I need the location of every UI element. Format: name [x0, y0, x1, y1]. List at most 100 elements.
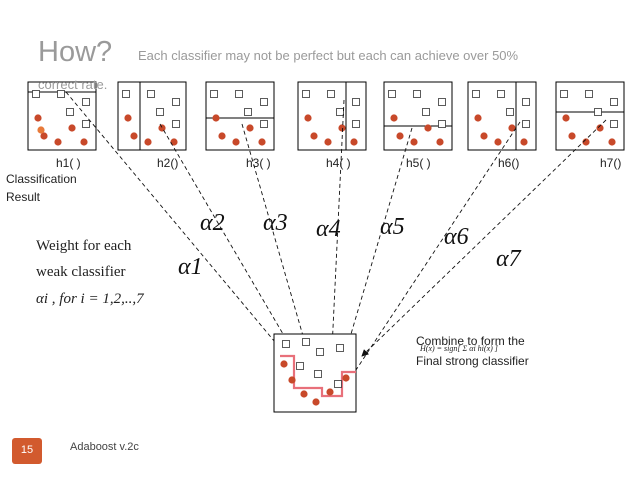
square-sample [316, 348, 324, 356]
square-sample [336, 108, 344, 116]
square-sample [522, 120, 530, 128]
circle-sample [280, 360, 288, 368]
page-number: 15 [20, 444, 34, 456]
square-sample [122, 90, 130, 98]
circle-sample [246, 124, 254, 132]
square-sample [32, 90, 40, 98]
square-sample [235, 90, 243, 98]
square-sample [438, 120, 446, 128]
circle-sample [582, 138, 590, 146]
square-sample [522, 98, 530, 106]
square-sample [352, 98, 360, 106]
square-sample [82, 120, 90, 128]
circle-sample [350, 138, 358, 146]
alpha-1-label: α1 [178, 254, 203, 280]
square-sample [314, 370, 322, 378]
circle-sample [396, 132, 404, 140]
circle-sample [338, 124, 346, 132]
square-sample [610, 120, 618, 128]
circle-sample [480, 132, 488, 140]
classifier-label-h3: h3( ) [246, 156, 271, 170]
square-sample [244, 108, 252, 116]
circle-sample [232, 138, 240, 146]
footer-title: Adaboost v.2c [70, 441, 139, 453]
classification-label: Classification [6, 172, 77, 186]
alpha-7-label: α7 [496, 246, 521, 272]
alpha-5-label: α5 [380, 214, 405, 240]
strong-classifier-formula: H(x) = sign[ Σ αi hi(x) ] [420, 344, 498, 353]
square-sample [172, 98, 180, 106]
square-sample [422, 108, 430, 116]
combine-text-line2: Final strong classifier [416, 354, 529, 368]
circle-sample [324, 138, 332, 146]
circle-sample [310, 132, 318, 140]
square-sample [302, 90, 310, 98]
classifier-label-h7: h7() [600, 156, 622, 170]
circle-sample [34, 114, 42, 122]
classifier-label-h1: h1( ) [56, 156, 81, 170]
classifier-panel-h6 [467, 81, 537, 151]
weight-text-line3: αi , for i = 1,2,..,7 [36, 291, 144, 307]
circle-sample [288, 376, 296, 384]
square-sample [82, 98, 90, 106]
square-sample [57, 90, 65, 98]
slide-title: How? [38, 36, 113, 68]
weight-arrows [65, 91, 607, 391]
circle-sample [326, 388, 334, 396]
circle-sample [608, 138, 616, 146]
square-sample [413, 90, 421, 98]
classifier-panel-h5 [383, 81, 453, 151]
circle-sample [304, 114, 312, 122]
square-sample [497, 90, 505, 98]
classifier-panels [27, 81, 625, 151]
alpha-6-label: α6 [444, 224, 469, 250]
circle-sample [40, 132, 48, 140]
weight-text-line2: weak classifier [36, 264, 126, 280]
square-sample [388, 90, 396, 98]
page-number-badge [12, 438, 42, 464]
circle-sample [596, 124, 604, 132]
classifier-label-h4: h4( ) [326, 156, 351, 170]
square-sample [594, 108, 602, 116]
square-sample [506, 108, 514, 116]
square-sample [327, 90, 335, 98]
circle-sample [258, 138, 266, 146]
circle-sample [424, 124, 432, 132]
final-classifier-panel [273, 333, 357, 413]
circle-sample [80, 138, 88, 146]
alpha-4-label: α4 [316, 216, 341, 242]
weight-arrow-3 [241, 123, 320, 389]
circle-sample [410, 138, 418, 146]
circle-sample [436, 138, 444, 146]
circle-sample [342, 374, 350, 382]
circle-sample [312, 398, 320, 406]
square-sample [282, 340, 290, 348]
classifier-panel-h7 [555, 81, 625, 151]
classifier-panel-h2 [117, 81, 187, 151]
square-sample [260, 98, 268, 106]
result-label: Result [6, 190, 41, 204]
classifier-panel-h3 [205, 81, 275, 151]
weight-text-line1: Weight for each [36, 238, 132, 254]
circle-sample [212, 114, 220, 122]
square-sample [66, 108, 74, 116]
square-sample [560, 90, 568, 98]
alpha-2-label: α2 [200, 210, 225, 236]
square-sample [438, 98, 446, 106]
square-sample [352, 120, 360, 128]
classifier-label-h6: h6() [498, 156, 520, 170]
circle-sample [474, 114, 482, 122]
circle-sample [508, 124, 516, 132]
circle-sample [54, 138, 62, 146]
square-sample [147, 90, 155, 98]
slide-subtitle-continued: correct rate. [38, 77, 108, 92]
square-sample [334, 380, 342, 388]
circle-sample [124, 114, 132, 122]
circle-sample [218, 132, 226, 140]
slide-subtitle: Each classifier may not be perfect but e… [138, 48, 519, 63]
circle-sample [390, 114, 398, 122]
square-sample [472, 90, 480, 98]
square-sample [260, 120, 268, 128]
circle-sample [68, 124, 76, 132]
square-sample [585, 90, 593, 98]
